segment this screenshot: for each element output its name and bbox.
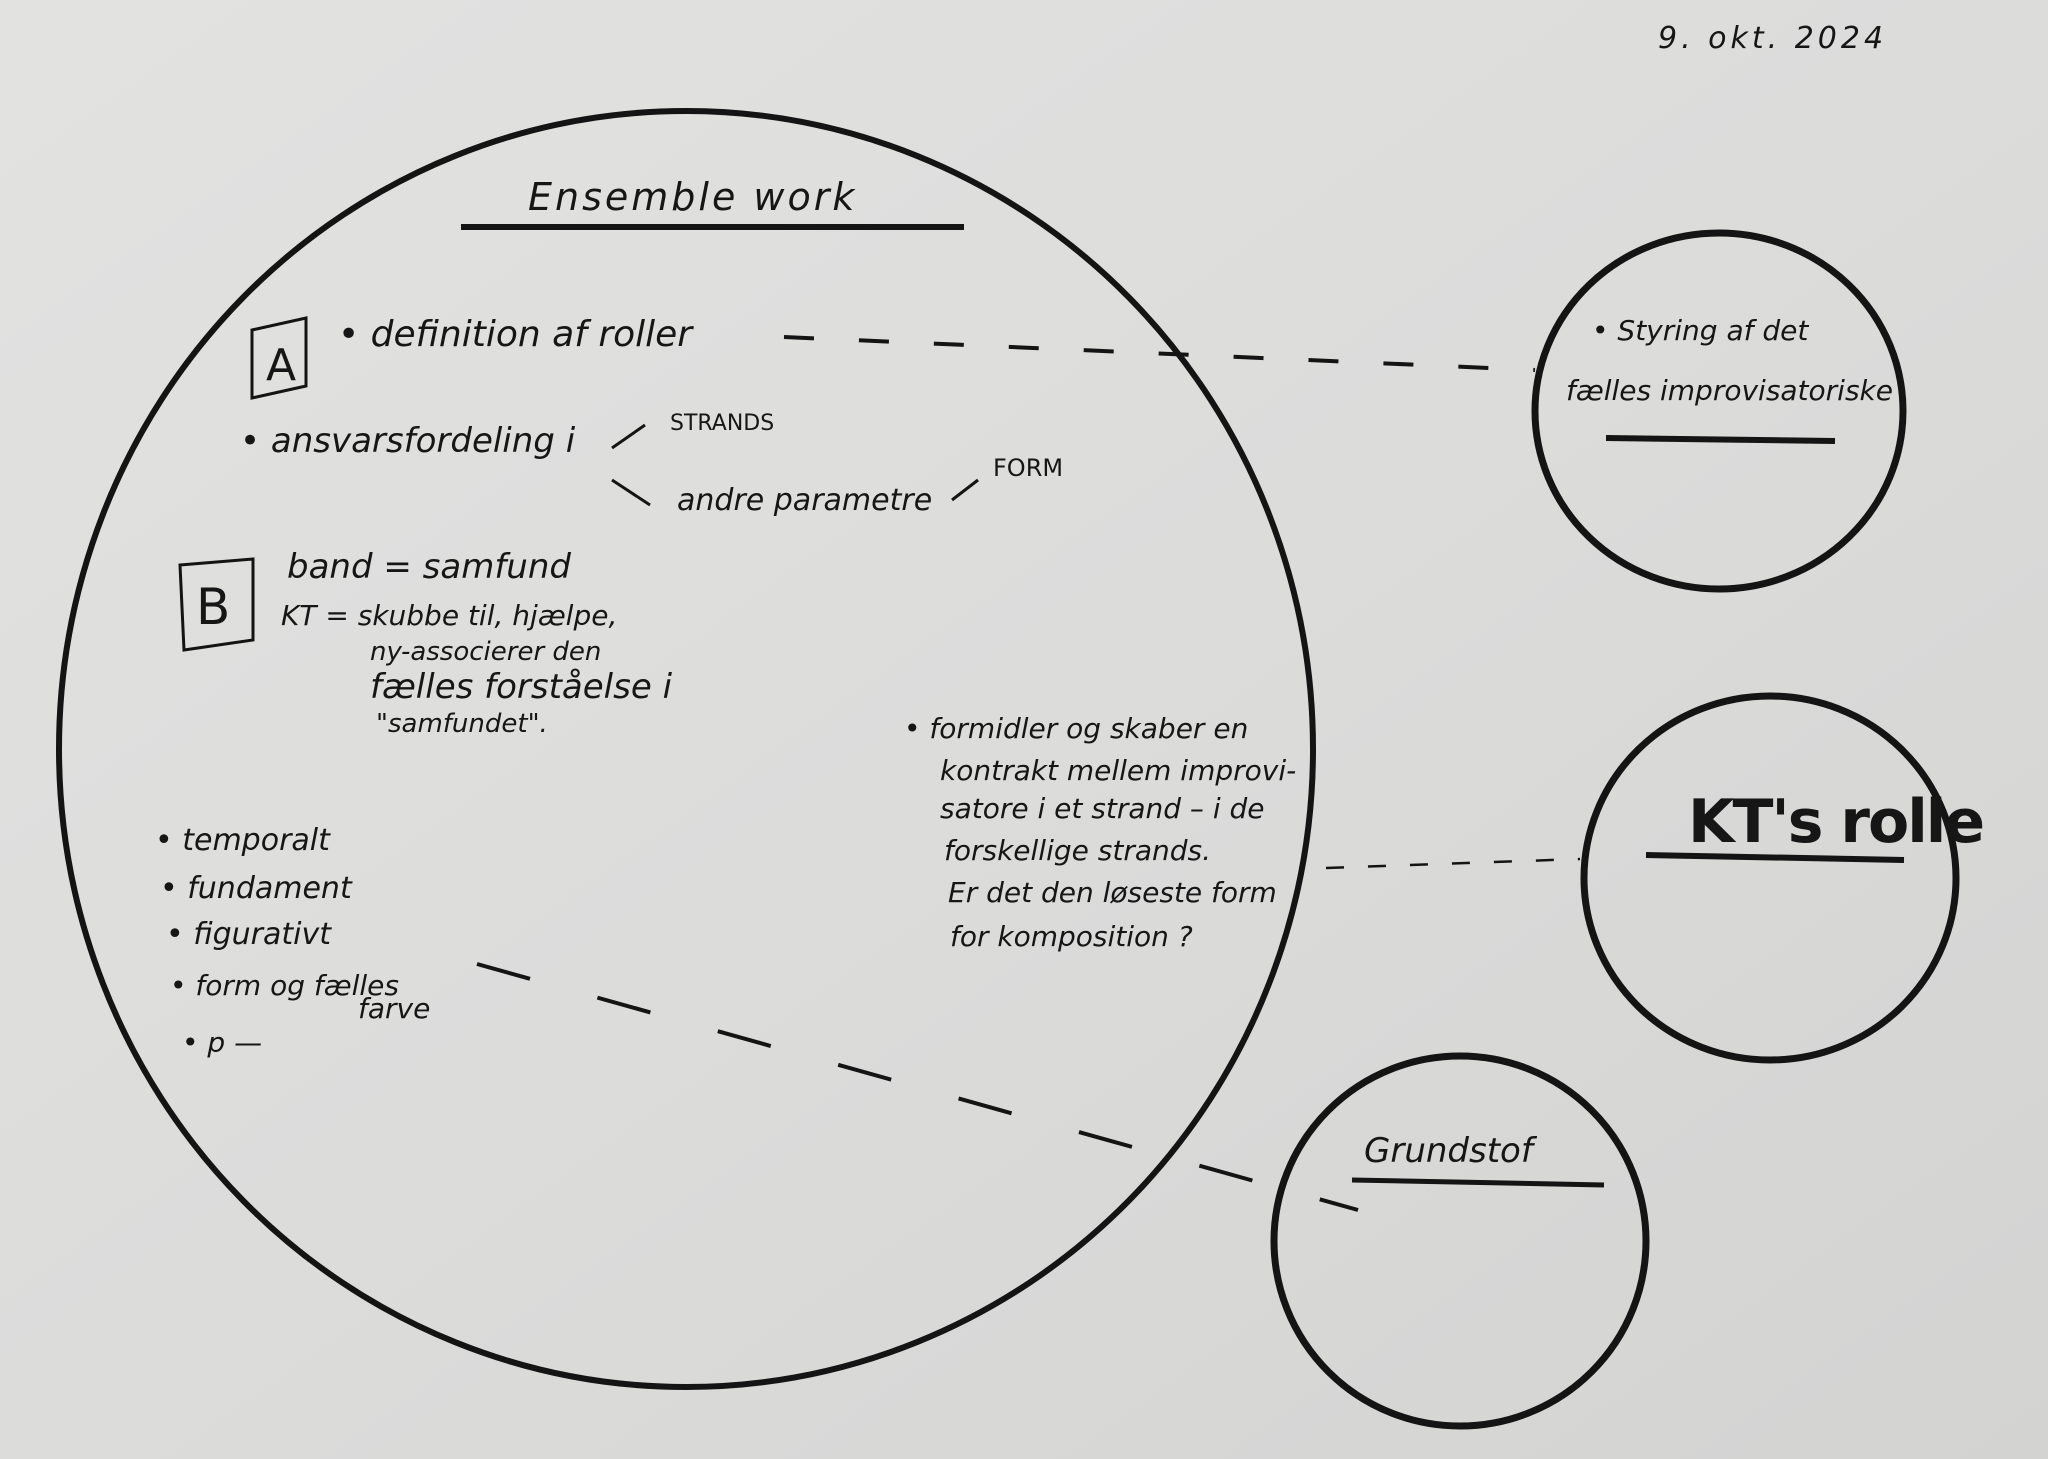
connector-grundstof [476, 962, 1359, 1212]
note-line: for komposition ? [950, 920, 1193, 953]
kt-rolle-underline [1645, 852, 1905, 863]
definition-roller-text: • definition af roller [338, 314, 694, 355]
list-item: • form og fælles [170, 969, 399, 1002]
grundstof-underline [1351, 1177, 1605, 1188]
kt-rolle-title: KT's rolle [1688, 787, 1983, 857]
andre-parametre-text: andre parametre [677, 483, 932, 518]
ny-associerer-text: ny-associerer den [370, 637, 601, 667]
section-b-box [178, 557, 255, 652]
note-line: satore i et strand – i de [940, 792, 1265, 825]
branch-line-down [611, 478, 651, 507]
note-line: kontrakt mellem improvi- [940, 754, 1296, 787]
section-b-label: B [196, 578, 230, 636]
form-text: FORM [993, 454, 1063, 482]
note-line: • formidler og skaber en [904, 712, 1248, 745]
styring-underline [1605, 435, 1836, 444]
list-item: • fundament [160, 871, 353, 906]
styring-line2: fælles improvisatoriske [1566, 374, 1893, 407]
list-item: • temporalt [155, 823, 331, 858]
section-a-box [250, 316, 308, 400]
formidler-note: • formidler og skaber en kontrakt mellem… [904, 712, 1296, 953]
branch-line-up [611, 423, 646, 450]
samfundet-text: "samfundet". [376, 709, 548, 739]
list-item-continuation: farve [358, 992, 430, 1025]
connector-styring [783, 335, 1536, 372]
list-item: • figurativt [166, 917, 332, 952]
main-circle [56, 108, 1316, 1390]
note-line: Er det den løseste form [948, 876, 1277, 909]
note-line: forskellige strands. [944, 834, 1211, 867]
section-a-label: A [266, 340, 296, 391]
kt-skubbe-text: KT = skubbe til, hjælpe, [281, 599, 617, 632]
form-branch-line [951, 478, 979, 502]
connector-kt-rolle [1325, 857, 1581, 870]
ansvarsfordeling-text: • ansvarsfordeling i [240, 421, 576, 461]
list-item: • p — [182, 1026, 262, 1059]
strands-text: STRANDS [670, 411, 774, 436]
grundstof-title: Grundstof [1364, 1131, 1538, 1171]
band-samfund-text: band = samfund [287, 547, 571, 587]
grundstof-circle [1270, 1052, 1650, 1430]
date: 9. okt. 2024 [1658, 21, 1887, 56]
styring-circle [1531, 229, 1907, 593]
faelles-forstaaelse-text: fælles forståelse i [370, 667, 673, 707]
styring-line1: • Styring af det [1592, 314, 1809, 347]
bullet-list: • temporalt • fundament • figurativt • f… [155, 823, 430, 1059]
main-title: Ensemble work [528, 175, 857, 219]
kt-rolle-circle [1580, 692, 1960, 1064]
